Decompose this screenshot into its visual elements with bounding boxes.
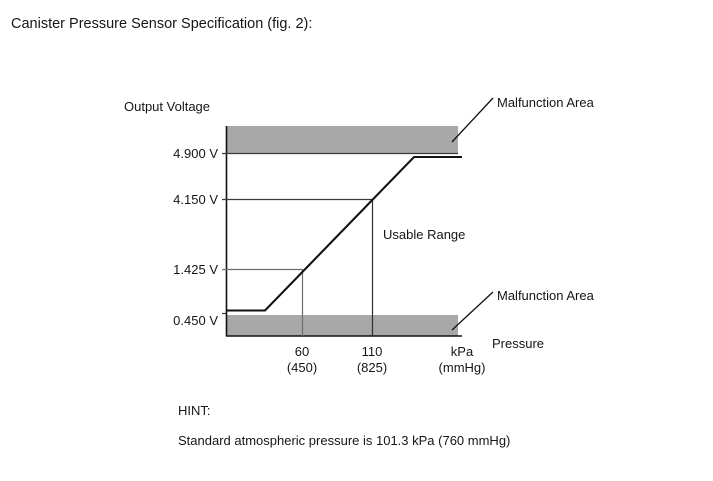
x-tick-label-110kpa: 110 (825) [332,344,412,376]
page-title: Canister Pressure Sensor Specification (… [11,16,313,32]
leader-line-malfunction-upper [451,97,494,143]
y-axis-title: Output Voltage [124,99,211,114]
y-tick-label-0450v: 0.450 V [173,313,218,328]
x-unit-primary: kPa [450,344,474,359]
hint-text: Standard atmospheric pressure is 101.3 k… [178,433,511,448]
hint-block: HINT: Standard atmospheric pressure is 1… [178,403,510,449]
usable-range-label: Usable Range [383,227,466,242]
x-unit-secondary: (mmHg) [438,360,486,375]
malfunction-area-lower-label: Malfunction Area [497,288,594,303]
x-tick-60kpa-primary: 60 [294,344,310,359]
malfunction-band-lower [226,315,458,336]
malfunction-band-upper [226,126,458,153]
x-tick-110kpa-primary: 110 [361,344,383,359]
y-tick-label-1425v: 1.425 V [173,262,218,277]
x-tick-110kpa-secondary: (825) [356,360,388,375]
x-axis-unit-label: kPa (mmHg) [422,344,502,376]
malfunction-area-upper-label: Malfunction Area [497,95,594,110]
x-tick-label-60kpa: 60 (450) [262,344,342,376]
x-axis-title: Pressure [492,336,545,351]
y-tick-label-4150v: 4.150 V [173,192,218,207]
sensor-output-curve [226,155,462,312]
hint-heading: HINT: [178,403,211,418]
y-tick-label-4900v: 4.900 V [173,146,218,161]
leader-line-malfunction-lower [451,291,494,331]
x-tick-60kpa-secondary: (450) [286,360,318,375]
